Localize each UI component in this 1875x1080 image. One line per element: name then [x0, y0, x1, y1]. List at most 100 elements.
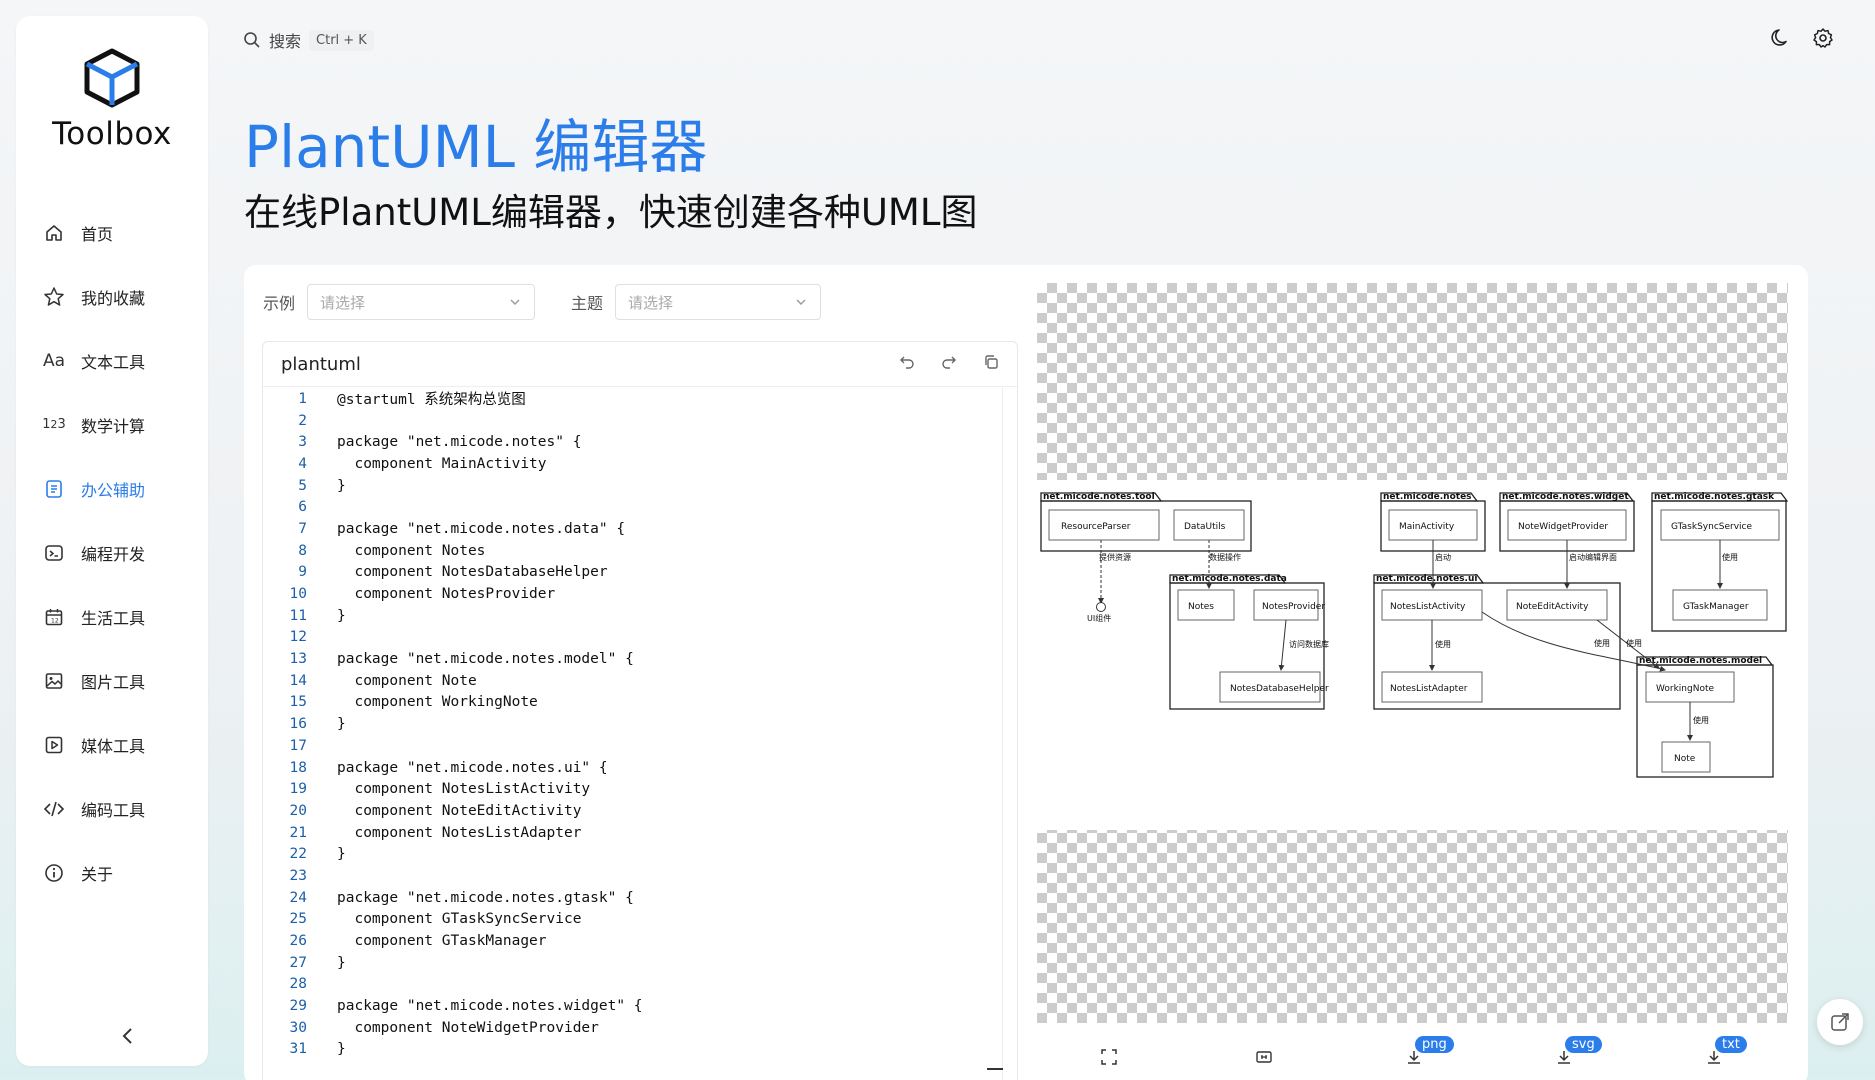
sidebar-item-label: 办公辅助 [81, 481, 146, 500]
theme-select[interactable]: 请选择 [615, 284, 822, 320]
scrollbar-thumb[interactable] [987, 1068, 1003, 1070]
code-line[interactable]: 4 component MainActivity [263, 453, 1017, 475]
image-icon [41, 668, 67, 694]
code-line[interactable]: 30 component NoteWidgetProvider [263, 1017, 1017, 1039]
document-icon [41, 476, 67, 502]
sidebar-item-about[interactable]: 关于 [16, 841, 208, 905]
sidebar-item-encoding[interactable]: 编码工具 [16, 777, 208, 841]
line-number: 1 [298, 390, 307, 407]
share-button[interactable] [1817, 999, 1863, 1045]
code-line[interactable]: 15 component WorkingNote [263, 692, 1017, 714]
sidebar-item-media[interactable]: 媒体工具 [16, 713, 208, 777]
logo[interactable]: Toolbox [16, 46, 208, 152]
calendar-icon: 12 [41, 604, 67, 630]
code-line[interactable]: 14 component Note [263, 670, 1017, 692]
editor-actions [899, 354, 999, 374]
code-line[interactable]: 27} [263, 952, 1017, 974]
code-line[interactable]: 28 [263, 974, 1017, 996]
sidebar-item-programming[interactable]: 编程开发 [16, 521, 208, 585]
fullscreen-button[interactable] [1100, 1048, 1118, 1070]
diagram-pkg-label: net.micode.notes.tool [1043, 492, 1155, 502]
line-text: component NotesListActivity [337, 781, 591, 798]
collapse-sidebar-button[interactable] [116, 1024, 140, 1048]
sidebar-item-label: 数学计算 [81, 417, 146, 436]
download-txt-button[interactable]: txt [1705, 1036, 1747, 1070]
diagram-component: NotesListActivity [1390, 602, 1466, 612]
example-select[interactable]: 请选择 [307, 284, 536, 320]
sidebar-item-image[interactable]: 图片工具 [16, 649, 208, 713]
download-svg-button[interactable]: svg [1555, 1036, 1602, 1070]
line-text: component GTaskSyncService [337, 911, 582, 928]
editor-scrollbar[interactable] [987, 388, 1003, 1080]
search-shortcut: Ctrl + K [309, 29, 374, 51]
sidebar-item-label: 文本工具 [81, 353, 146, 372]
line-number: 10 [289, 586, 307, 603]
sidebar-item-text-tools[interactable]: Aa 文本工具 [16, 329, 208, 393]
settings-button[interactable] [1811, 26, 1835, 50]
code-line[interactable]: 2 [263, 410, 1017, 432]
diagram-component: DataUtils [1184, 522, 1226, 532]
line-text: component NotesProvider [337, 586, 556, 603]
interface-label: UI组件 [1087, 613, 1111, 623]
edge-label: 使用 [1626, 638, 1642, 648]
line-text: package "net.micode.notes.widget" { [337, 998, 643, 1015]
page-subtitle: 在线PlantUML编辑器，快速创建各种UML图 [244, 191, 978, 234]
line-text: } [337, 607, 346, 624]
undo-button[interactable] [899, 354, 915, 374]
code-line[interactable]: 6 [263, 496, 1017, 518]
code-line[interactable]: 16} [263, 713, 1017, 735]
sidebar-item-favorites[interactable]: 我的收藏 [16, 265, 208, 329]
code-line[interactable]: 17 [263, 735, 1017, 757]
fit-view-button[interactable] [1255, 1048, 1273, 1070]
brand-name: Toolbox [52, 116, 172, 152]
redo-button[interactable] [941, 354, 957, 374]
code-line[interactable]: 10 component NotesProvider [263, 583, 1017, 605]
download-png-button[interactable]: png [1405, 1036, 1454, 1070]
line-number: 5 [298, 477, 307, 494]
download-icon [1558, 1051, 1570, 1064]
code-line[interactable]: 25 component GTaskSyncService [263, 909, 1017, 931]
search-button[interactable]: 搜索 Ctrl + K [243, 28, 374, 52]
diagram-component: Note [1674, 754, 1696, 764]
chevron-down-icon [796, 299, 806, 305]
code-line[interactable]: 11} [263, 605, 1017, 627]
line-text: component Note [337, 672, 477, 689]
edge-label: 提供资源 [1099, 552, 1131, 562]
code-line[interactable]: 23 [263, 865, 1017, 887]
line-number: 7 [298, 520, 307, 537]
line-number: 16 [289, 716, 307, 733]
diagram-component: GTaskSyncService [1671, 522, 1752, 532]
line-text: component WorkingNote [337, 694, 538, 711]
gear-icon [1813, 28, 1833, 48]
code-line[interactable]: 9 component NotesDatabaseHelper [263, 562, 1017, 584]
code-line[interactable]: 12 [263, 627, 1017, 649]
code-line[interactable]: 5} [263, 475, 1017, 497]
sidebar-item-home[interactable]: 首页 [16, 201, 208, 265]
code-line[interactable]: 19 component NotesListActivity [263, 778, 1017, 800]
code-line[interactable]: 8 component Notes [263, 540, 1017, 562]
diagram-component: NoteEditActivity [1516, 602, 1589, 612]
code-line[interactable]: 21 component NotesListAdapter [263, 822, 1017, 844]
sidebar-item-office[interactable]: 办公辅助 [16, 457, 208, 521]
code-line[interactable]: 26 component GTaskManager [263, 930, 1017, 952]
dark-mode-toggle[interactable] [1769, 26, 1793, 50]
undo-icon [900, 356, 914, 369]
sidebar-item-life[interactable]: 12 生活工具 [16, 585, 208, 649]
code-line[interactable]: 31} [263, 1039, 1017, 1061]
code-line[interactable]: 22} [263, 843, 1017, 865]
copy-button[interactable] [983, 354, 999, 374]
code-line[interactable]: 1@startuml 系统架构总览图 [263, 388, 1017, 410]
uml-diagram[interactable]: net.micode.notes.tool net.micode.notes n… [1037, 480, 1789, 830]
sidebar-item-label: 编程开发 [81, 545, 146, 564]
code-line[interactable]: 20 component NoteEditActivity [263, 800, 1017, 822]
diagram-pkg-label: net.micode.notes [1383, 492, 1472, 502]
top-actions [1769, 26, 1835, 50]
